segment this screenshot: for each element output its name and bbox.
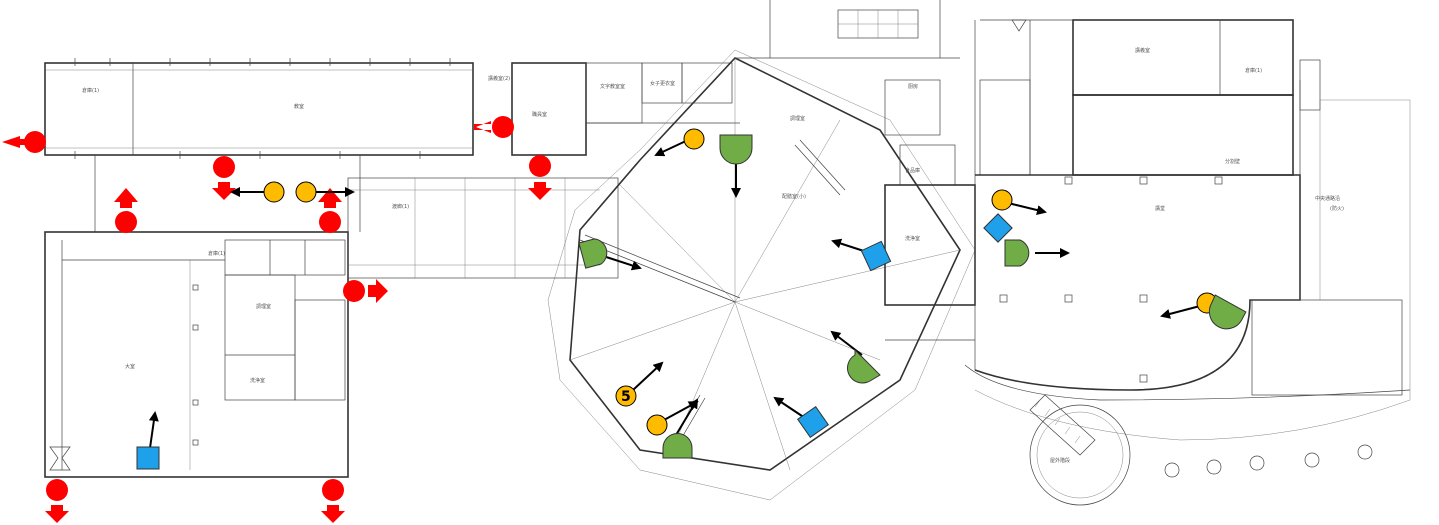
- room-label-office: 職員室: [532, 111, 547, 118]
- dome-camera-markers: [578, 134, 1247, 459]
- sensor-marker: [983, 213, 1013, 243]
- camera-marker-numbered: 5: [615, 361, 664, 407]
- room-label-storage-right: 倉庫(1): [1245, 67, 1262, 74]
- room-label-cooking-room: 調理室: [790, 115, 805, 122]
- exit-marker: [114, 188, 138, 233]
- room-label-storage-1: 倉庫(1): [82, 87, 99, 94]
- room-label-hall-top: 教室: [294, 103, 304, 110]
- left-lower-block: 大室 調理室 洗浄室 倉庫(1): [44, 231, 349, 478]
- room-label-storage-food: 食品庫: [905, 167, 920, 174]
- room-label-classroom-2: 講義室(2): [488, 75, 510, 82]
- camera-marker: [230, 181, 285, 203]
- dome-camera-marker: [1208, 294, 1247, 330]
- camera-markers: 5: [230, 128, 1218, 436]
- sensor-markers: [136, 213, 1013, 470]
- camera-marker: [646, 401, 699, 436]
- room-label-storage-left: 倉庫(1): [208, 250, 225, 257]
- room-label-study-room: 文字教室室: [600, 83, 625, 90]
- room-label-main-hall-left: 大室: [125, 363, 135, 370]
- room-label-elevator-note: (防火): [1330, 205, 1344, 212]
- room-label-classroom-right: 講義室: [1135, 47, 1150, 54]
- room-label-stair: 屋外階段: [1050, 457, 1070, 464]
- camera-marker: [654, 128, 705, 157]
- room-label-corridor-2: 分割壁: [1225, 158, 1240, 165]
- dome-camera-marker: [662, 398, 699, 459]
- sensor-marker: [773, 396, 830, 439]
- dome-camera-marker: [578, 238, 642, 271]
- sensor-marker: [831, 238, 892, 272]
- left-connector: [94, 155, 361, 232]
- exit-marker: [2, 131, 46, 153]
- room-label-hall-right: 講堂: [1155, 205, 1165, 212]
- left-upper-wing: 倉庫(1) 教室: [44, 58, 474, 159]
- room-label-toilet-f: 女子更衣室: [650, 80, 675, 87]
- right-building: 講堂 講義室 倉庫(1) 分割壁 中央通路沿 (防火) 屋外階段: [964, 19, 1411, 506]
- camera-marker: [295, 181, 355, 203]
- exit-markers: [2, 116, 552, 523]
- room-label-kitchen: 厨房: [908, 83, 918, 90]
- exit-marker: [474, 116, 514, 138]
- camera-number-label: 5: [621, 389, 631, 405]
- room-label-washing-left: 洗浄室: [250, 377, 265, 384]
- exit-marker: [343, 279, 388, 303]
- dome-camera-marker: [719, 134, 753, 198]
- camera-marker: [1160, 292, 1218, 319]
- sensor-marker: [136, 411, 160, 470]
- exit-marker: [321, 479, 345, 523]
- room-label-distribution: 配膳室(小): [782, 193, 806, 200]
- room-label-cooking-left: 調理室: [256, 303, 271, 310]
- room-label-washing: 洗浄室: [905, 235, 920, 242]
- middle-upper-rooms: 講義室(2) 職員室 文字教室室 女子更衣室: [488, 62, 740, 156]
- exit-marker: [528, 155, 552, 200]
- room-label-corridor-1: 渡廊(1): [392, 203, 409, 210]
- dome-camera-marker: [830, 330, 881, 384]
- exit-marker: [212, 156, 236, 200]
- exit-marker: [45, 479, 69, 523]
- middle-corridor: 渡廊(1): [347, 177, 619, 279]
- right-center-rooms: 厨房 洗浄室 食品庫: [735, 0, 976, 370]
- camera-marker: [991, 189, 1047, 215]
- exit-marker: [318, 188, 342, 233]
- dome-camera-marker: [1004, 239, 1070, 267]
- octagonal-hall: 調理室 配膳室(小): [547, 49, 976, 501]
- room-label-outer-note: 中央通路沿: [1315, 195, 1340, 202]
